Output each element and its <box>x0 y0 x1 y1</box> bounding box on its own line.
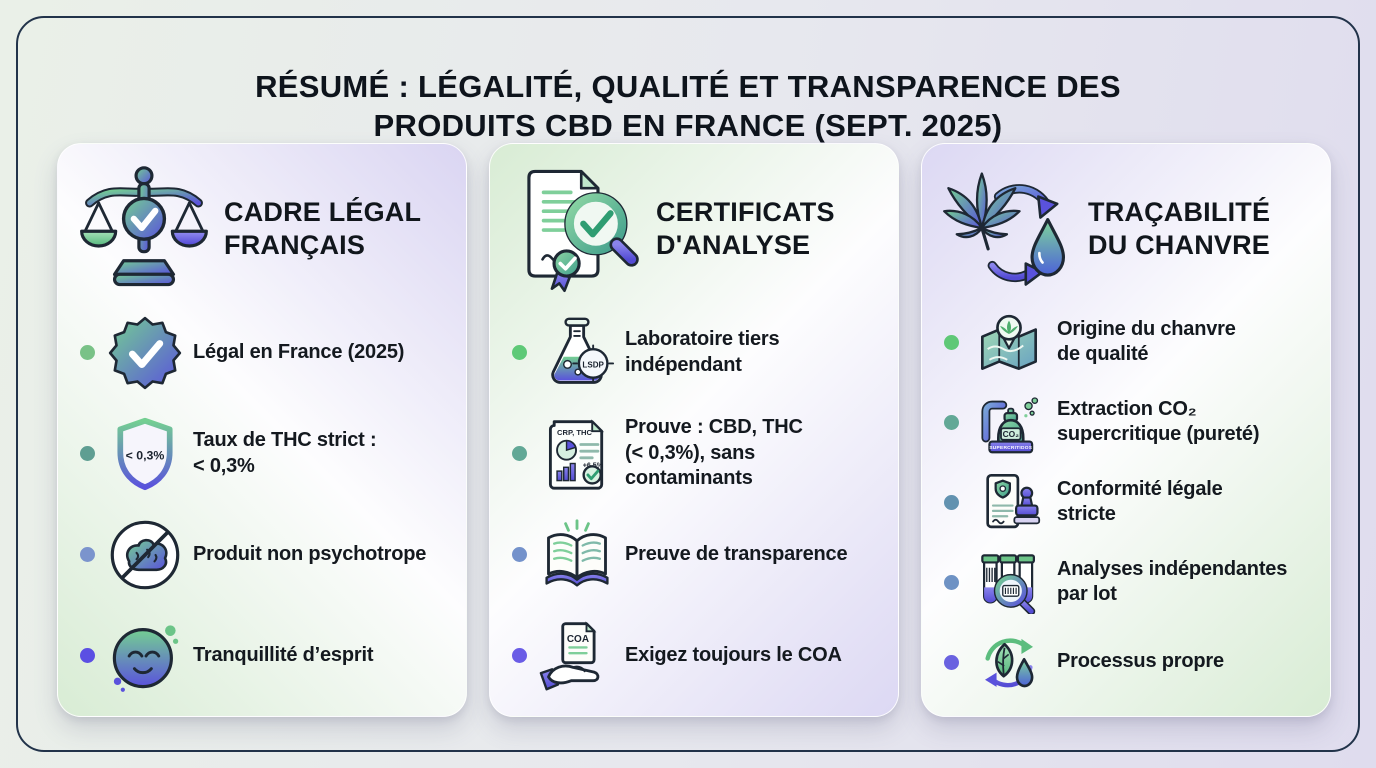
calm-face-icon <box>112 624 179 692</box>
bullet-dot <box>512 547 527 562</box>
bullet-dot <box>80 547 95 562</box>
report-header-label: CRP, THC <box>557 428 592 437</box>
map-pin-leaf-icon <box>981 314 1037 370</box>
list-item: COA Exigez toujours le COA <box>512 605 894 706</box>
card-certificats-items: LSDP Laboratoire tiers indépendant CRP, … <box>490 292 898 706</box>
hemp-cycle-droplet-icon <box>943 172 1066 286</box>
item-text: Preuve de transparence <box>625 542 848 565</box>
page-title: RÉSUMÉ : LÉGALITÉ, QUALITÉ ET TRANSPAREN… <box>255 68 1121 144</box>
verified-badge-icon <box>108 316 182 389</box>
lab-flask-icon: LSDP <box>551 317 615 384</box>
list-item: Preuve de transparence <box>512 504 894 605</box>
certificate-magnifier-icon <box>527 169 639 293</box>
item-text: Analyses indépendantes par lot <box>1057 557 1288 605</box>
list-item: Tranquillité d’esprit <box>80 605 462 706</box>
list-item: CO₂ SUPERCRITIDOS Extraction CO₂ supercr… <box>944 382 1326 462</box>
bullet-dot <box>512 648 527 663</box>
list-item: CRP, THC +6.5% Prouve : CBD, THC (< 0,3%… <box>512 403 894 504</box>
list-item: Légal en France (2025) <box>80 302 462 403</box>
card-certificats-header: CERTIFICATS D'ANALYSE <box>490 144 898 293</box>
bullet-dot <box>80 345 95 360</box>
list-item: < 0,3% Taux de THC strict : < 0,3% <box>80 403 462 504</box>
bullet-dot <box>944 414 959 430</box>
item-text: Laboratoire tiers indépendant <box>625 328 780 376</box>
item-text: Légal en France (2025) <box>193 340 405 363</box>
shield-thc-label: < 0,3% <box>126 448 165 462</box>
item-text: Taux de THC strict : < 0,3% <box>193 429 377 477</box>
item-text: Exigez toujours le COA <box>625 643 842 666</box>
card-tracabilite: TRAÇABILITÉ DU CHANVRE Origine du chanvr… <box>921 143 1331 717</box>
item-text: Origine du chanvre de qualité <box>1057 317 1236 365</box>
bullet-dot <box>80 648 95 663</box>
coa-hand-icon: COA <box>539 620 600 690</box>
supercritical-band-label: SUPERCRITIDOS <box>989 445 1032 451</box>
cards-row: CADRE LÉGAL FRANÇAIS Légal en France (20… <box>57 143 1331 717</box>
bullet-dot <box>80 446 95 461</box>
bullet-dot <box>512 446 527 461</box>
card-cadre-legal: CADRE LÉGAL FRANÇAIS Légal en France (20… <box>57 143 467 717</box>
card-tracabilite-title: TRAÇABILITÉ DU CHANVRE <box>1088 197 1271 260</box>
bullet-dot <box>944 654 959 670</box>
bullet-dot <box>512 345 527 360</box>
co2-label: CO₂ <box>1003 429 1020 439</box>
co2-extractor-icon: CO₂ SUPERCRITIDOS <box>981 397 1039 454</box>
item-text: Extraction CO₂ supercritique (pureté) <box>1057 397 1260 445</box>
list-item: Produit non psychotrope <box>80 504 462 605</box>
coa-label: COA <box>567 633 589 644</box>
flask-badge-label: LSDP <box>582 360 604 369</box>
stamped-document-icon <box>986 474 1041 529</box>
list-item: Analyses indépendantes par lot <box>944 542 1326 622</box>
analysis-report-icon: CRP, THC +6.5% <box>548 418 604 490</box>
bullet-dot <box>944 574 959 590</box>
card-tracabilite-header: TRAÇABILITÉ DU CHANVRE <box>922 144 1330 292</box>
card-tracabilite-items: Origine du chanvre de qualité <box>922 292 1330 702</box>
bullet-dot <box>944 494 959 510</box>
leaf-droplet-cycle-icon <box>985 638 1034 688</box>
list-item: Origine du chanvre de qualité <box>944 302 1326 382</box>
card-certificats-title: CERTIFICATS D'ANALYSE <box>656 197 835 260</box>
bullet-dot <box>944 334 959 350</box>
card-cadre-legal-header: CADRE LÉGAL FRANÇAIS <box>58 144 466 292</box>
list-item: Conformité légale stricte <box>944 462 1326 542</box>
item-text: Produit non psychotrope <box>193 542 427 565</box>
item-text: Tranquillité d’esprit <box>193 643 374 666</box>
thc-shield-icon: < 0,3% <box>117 417 173 490</box>
card-cadre-legal-items: Légal en France (2025) < 0,3% Taux de TH… <box>58 292 466 706</box>
no-psychotropic-brain-icon <box>110 520 180 589</box>
item-text: Processus propre <box>1057 650 1224 673</box>
test-tubes-magnifier-icon <box>981 554 1036 614</box>
open-book-icon <box>545 518 609 587</box>
list-item: Processus propre <box>944 622 1326 702</box>
balance-scale-check-icon <box>80 166 208 287</box>
list-item: LSDP Laboratoire tiers indépendant <box>512 302 894 403</box>
item-text: Conformité légale stricte <box>1057 477 1223 525</box>
card-cadre-legal-title: CADRE LÉGAL FRANÇAIS <box>224 197 422 260</box>
card-certificats: CERTIFICATS D'ANALYSE LSDP <box>489 143 899 717</box>
item-text: Prouve : CBD, THC (< 0,3%), sans contami… <box>625 416 803 490</box>
